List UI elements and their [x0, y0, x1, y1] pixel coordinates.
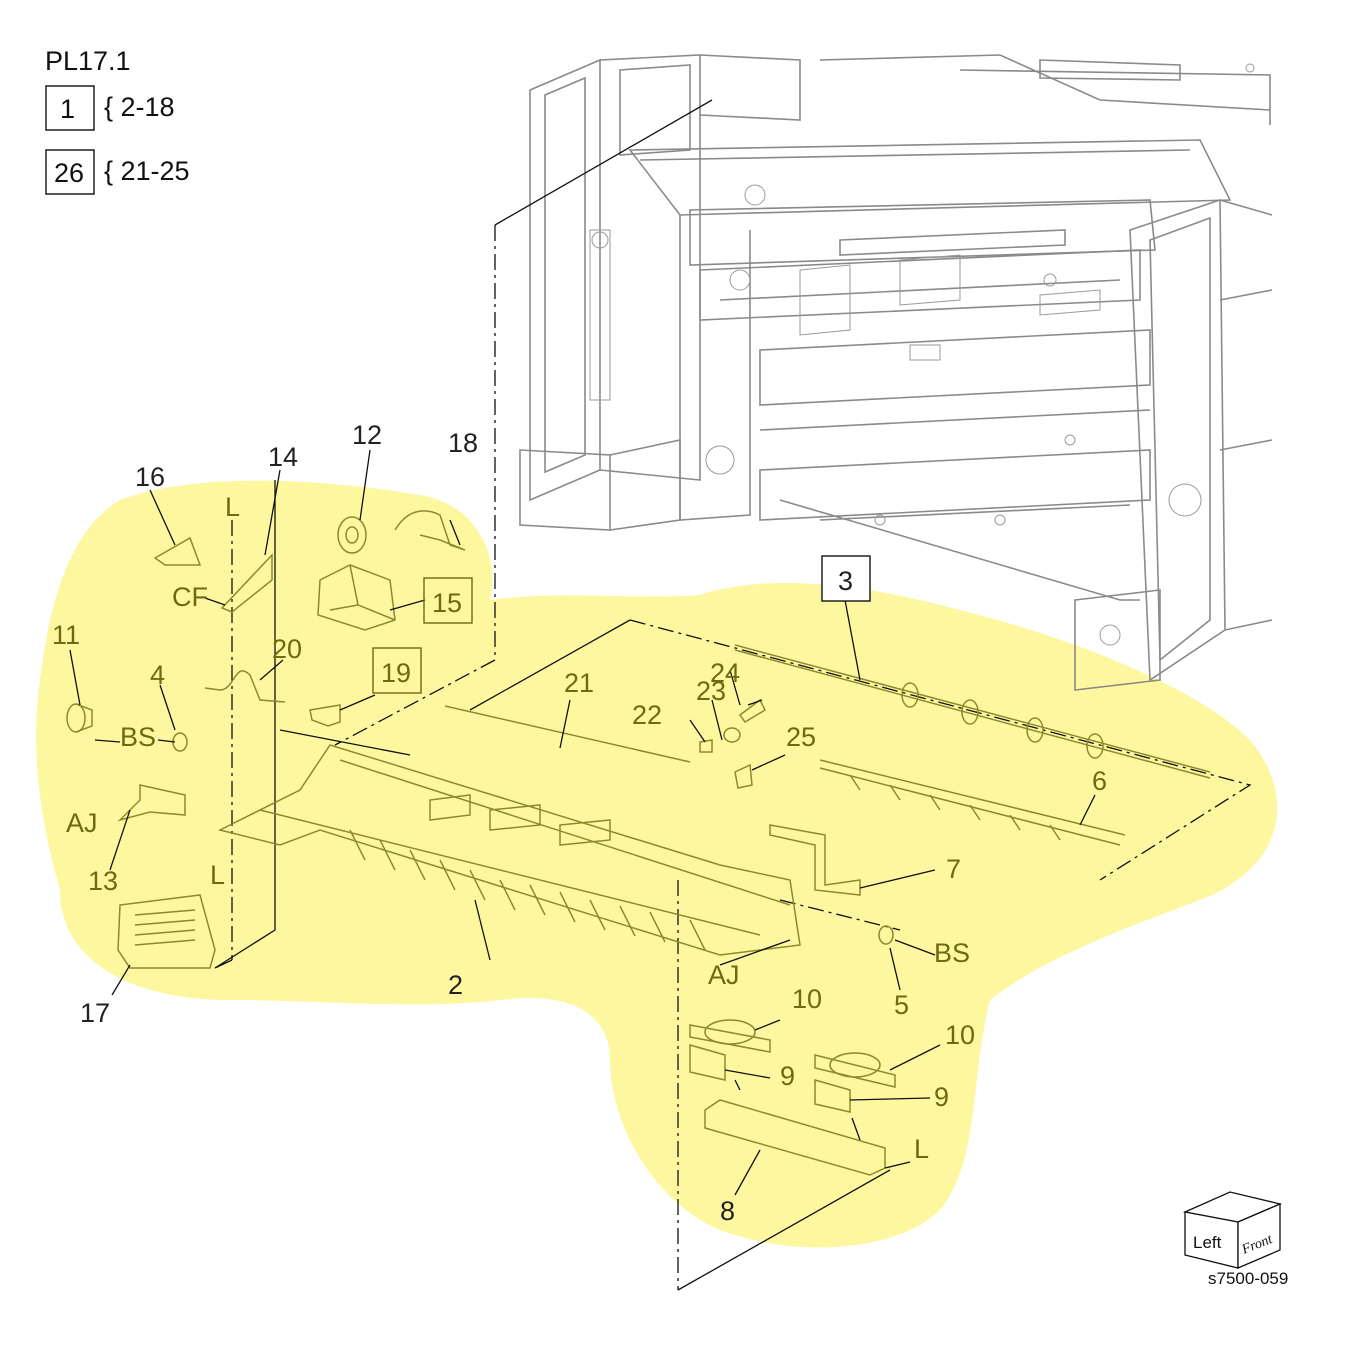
callout-15-box — [423, 577, 473, 624]
callout-10a: 10 — [792, 984, 822, 1014]
leader-lines — [69, 449, 1096, 1196]
callout-24: 24 — [710, 658, 740, 688]
callout-10b: 10 — [945, 1020, 975, 1050]
part-22-spring — [699, 739, 713, 753]
callout-20: 20 — [272, 634, 302, 664]
reference-lines — [214, 99, 1252, 1291]
part-23-ring — [723, 727, 741, 743]
callout-16: 16 — [135, 462, 165, 492]
orientation-cube-icon: Left Front — [1182, 1191, 1283, 1269]
plate-number: PL17.1 — [45, 46, 131, 76]
part-6-strip — [819, 759, 1126, 846]
callout-7: 7 — [946, 854, 961, 884]
part-3-roller-shaft — [734, 644, 1211, 779]
callout-3-box — [821, 555, 871, 602]
callout-2: 2 — [448, 970, 463, 1000]
part-9-films — [689, 1044, 851, 1113]
callout-8: 8 — [720, 1196, 735, 1226]
part-24-clip — [738, 698, 766, 723]
group1-box-number: 1 — [60, 94, 75, 124]
part-5-bushing — [878, 925, 894, 945]
part-17-cover — [117, 894, 216, 969]
part-18-wire — [394, 510, 466, 551]
machine-frame — [519, 54, 1273, 691]
callout-5: 5 — [894, 990, 909, 1020]
group2-range: { 21-25 — [104, 156, 190, 186]
code-BS-left: BS — [120, 722, 156, 752]
callout-17: 17 — [80, 998, 110, 1028]
part-20-harness — [204, 670, 286, 703]
group1-box — [45, 85, 95, 131]
callout-11: 11 — [52, 620, 80, 650]
part-13-plate — [117, 784, 186, 822]
part-7-bracket — [769, 824, 861, 896]
part-15-motor — [317, 564, 396, 631]
code-BS-right: BS — [934, 938, 970, 968]
callout-14: 14 — [268, 442, 298, 472]
part-10-rollers — [689, 1019, 896, 1088]
group2-box-number: 26 — [54, 158, 84, 188]
part-12-gear — [337, 516, 367, 554]
group1-range: { 2-18 — [104, 92, 175, 122]
code-L-bottom: L — [914, 1134, 929, 1164]
part-11-gear — [66, 703, 93, 733]
callout-3: 3 — [838, 566, 853, 596]
callout-18: 18 — [448, 428, 478, 458]
part-25-stopper — [734, 763, 753, 789]
callout-15: 15 — [432, 588, 462, 618]
callout-25: 25 — [786, 722, 816, 752]
highlight-region — [36, 480, 1278, 1248]
code-L-mid: L — [210, 860, 225, 890]
code-AJ-right: AJ — [708, 960, 740, 990]
part-14-bracket — [220, 553, 273, 613]
callout-19: 19 — [381, 658, 411, 688]
callout-21: 21 — [564, 668, 594, 698]
callout-9a: 9 — [780, 1061, 795, 1091]
callout-22: 22 — [632, 700, 662, 730]
callout-9b: 9 — [934, 1082, 949, 1112]
parts-drawings — [66, 510, 1211, 1176]
callout-4: 4 — [150, 660, 165, 690]
callout-6: 6 — [1092, 766, 1107, 796]
group2-box — [45, 149, 95, 195]
part-21-shaft — [444, 705, 691, 763]
part-2-chute — [217, 744, 801, 956]
figure-id: s7500-059 — [1208, 1269, 1288, 1288]
part-19-sensor — [309, 704, 341, 727]
callout-12: 12 — [352, 420, 382, 450]
orientation-left-label: Left — [1193, 1233, 1222, 1252]
code-AJ-left: AJ — [66, 808, 98, 838]
code-L-top: L — [225, 492, 240, 522]
code-CF: CF — [172, 582, 208, 612]
callout-19-box — [372, 647, 422, 694]
part-16-clip — [153, 536, 202, 566]
callout-13: 13 — [88, 866, 118, 896]
callout-23: 23 — [696, 676, 726, 706]
